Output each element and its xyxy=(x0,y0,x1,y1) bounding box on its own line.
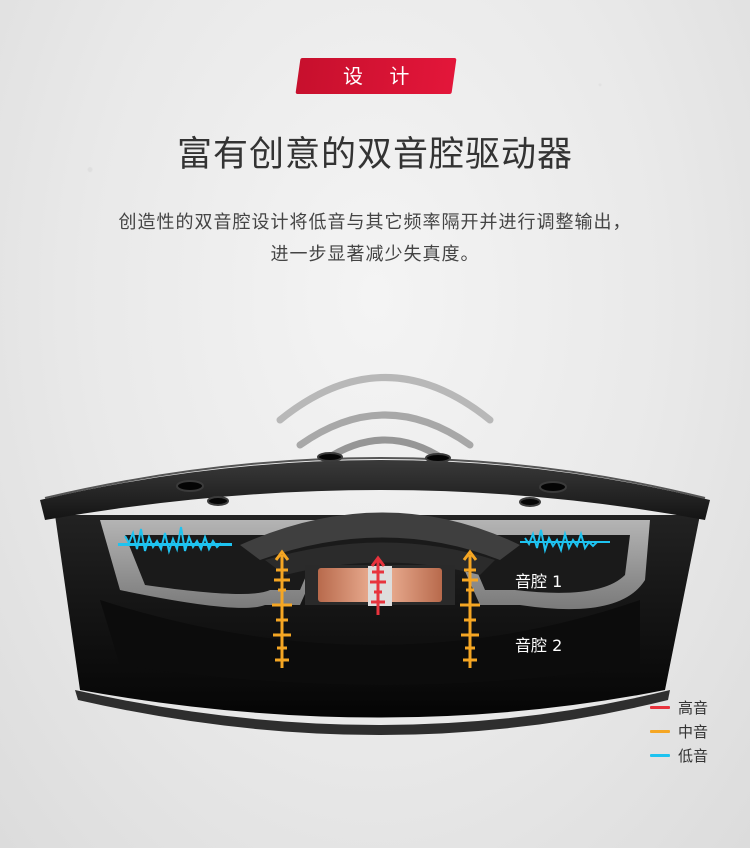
treble-wave xyxy=(370,555,386,615)
legend-label-mid: 中音 xyxy=(678,723,709,741)
legend-swatch-mid xyxy=(650,730,670,733)
legend-item-treble: 高音 xyxy=(650,697,708,718)
legend-item-mid: 中音 xyxy=(650,721,708,742)
cavity-2-label: 音腔 2 xyxy=(515,636,563,655)
driver-diaphragm xyxy=(240,512,520,560)
bass-wave-left xyxy=(118,526,232,555)
legend-label-bass: 低音 xyxy=(678,747,709,765)
bass-wave-right xyxy=(520,529,610,554)
legend-item-bass: 低音 xyxy=(650,745,708,766)
mid-wave-left xyxy=(272,549,292,668)
legend-swatch-treble xyxy=(650,706,670,709)
mid-wave-right xyxy=(460,549,480,668)
description-line-1: 创造性的双音腔设计将低音与其它频率隔开并进行调整输出， xyxy=(118,212,632,233)
headline: 富有创意的双音腔驱动器 xyxy=(176,135,573,175)
sound-wave-arcs xyxy=(276,374,494,464)
legend-label-treble: 高音 xyxy=(678,699,709,717)
legend-swatch-bass xyxy=(650,754,670,757)
top-cover xyxy=(40,460,710,520)
cavity-1-label: 音腔 1 xyxy=(515,572,563,591)
description-line-2: 进一步显著减少失真度。 xyxy=(270,244,480,265)
